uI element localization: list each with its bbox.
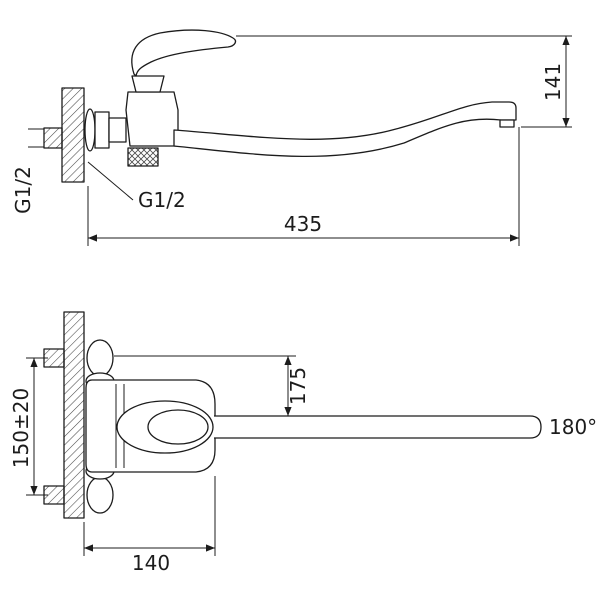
handle-lever-side xyxy=(131,29,237,77)
dim-overall-height-label: 141 xyxy=(541,63,565,101)
dim-supply-spacing: 150±20 xyxy=(9,357,48,496)
faucet-body-side xyxy=(125,91,179,147)
dim-spout-offset: 175 xyxy=(114,355,310,416)
escutcheon-bottom-front xyxy=(86,476,114,514)
spout-side xyxy=(173,101,517,158)
dim-supply-spacing-label: 150±20 xyxy=(9,388,33,468)
spout-front xyxy=(214,415,542,439)
handle-lever-inner xyxy=(147,409,209,445)
shower-outlet-nut xyxy=(127,147,159,167)
dim-overall-height: 141 xyxy=(236,35,572,128)
dim-overall-length-label: 435 xyxy=(284,212,322,236)
swivel-angle-label: 180° xyxy=(549,415,597,439)
wall-plate-front xyxy=(63,311,85,519)
dim-spout-offset-label: 175 xyxy=(286,367,310,405)
mount-nut-side xyxy=(94,111,110,149)
mount-pipe-side xyxy=(108,117,127,143)
handle-neck-side xyxy=(131,75,165,93)
wall-flange-side xyxy=(84,108,96,152)
thread-label-supply: G1/2 xyxy=(11,166,35,214)
spout-aerator xyxy=(499,119,515,128)
supply-connector-side xyxy=(43,127,63,149)
dim-body-width: 140 xyxy=(83,476,216,575)
leader-shower-thread xyxy=(87,161,134,201)
front-view: 180° 175 150±20 140 xyxy=(9,311,597,575)
thread-label-shower: G1/2 xyxy=(138,188,186,212)
dim-overall-length: 435 xyxy=(87,127,520,246)
dim-body-width-label: 140 xyxy=(132,551,170,575)
side-view: 435 141 G1/2 G1/2 xyxy=(11,29,572,246)
escutcheon-top-front xyxy=(86,339,114,377)
wall-section-side xyxy=(61,87,85,183)
drawing-root: 435 141 G1/2 G1/2 xyxy=(9,29,597,575)
